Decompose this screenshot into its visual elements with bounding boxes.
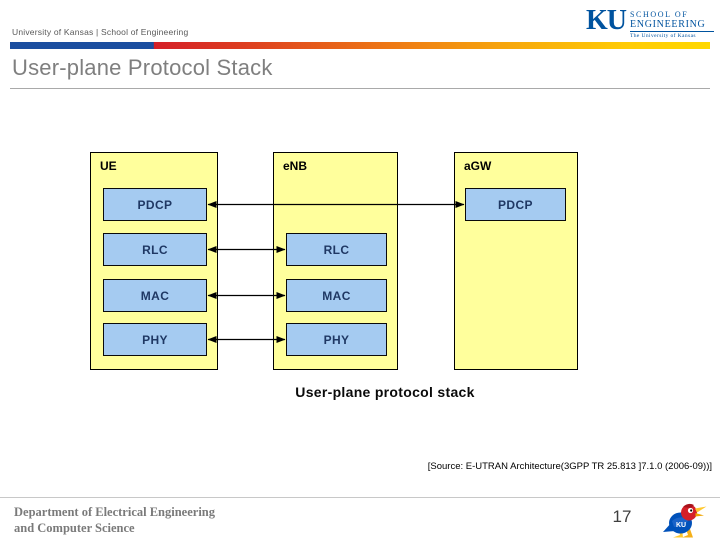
department-name: Department of Electrical Engineering and… bbox=[14, 505, 215, 536]
ku-logo-tagline: The University of Kansas bbox=[630, 33, 696, 39]
page-number: 17 bbox=[612, 507, 632, 526]
ku-logo-school-of: SCHOOL OF bbox=[630, 10, 689, 19]
layer-ue-phy: PHY bbox=[103, 323, 207, 356]
header-gradient-bar bbox=[10, 42, 710, 49]
source-citation: [Source: E-UTRAN Architecture(3GPP TR 25… bbox=[427, 461, 712, 472]
layer-enb-rlc: RLC bbox=[286, 233, 387, 266]
node-ue-label: UE bbox=[100, 159, 117, 173]
institution-text: University of Kansas | School of Enginee… bbox=[12, 27, 189, 37]
layer-ue-pdcp: PDCP bbox=[103, 188, 207, 221]
ku-logo-rule bbox=[630, 31, 714, 32]
department-line2: and Computer Science bbox=[14, 520, 135, 535]
layer-enb-mac: MAC bbox=[286, 279, 387, 312]
node-agw: aGW bbox=[454, 152, 578, 370]
page-title: User-plane Protocol Stack bbox=[12, 55, 273, 80]
node-enb-label: eNB bbox=[283, 159, 308, 173]
diagram-caption: User-plane protocol stack bbox=[295, 384, 475, 400]
ku-logo-letters: KU bbox=[586, 5, 627, 36]
footer-divider bbox=[0, 497, 720, 498]
ku-logo-engineering: ENGINEERING bbox=[630, 19, 706, 30]
title-divider bbox=[10, 88, 710, 89]
layer-enb-phy: PHY bbox=[286, 323, 387, 356]
department-line1: Department of Electrical Engineering bbox=[14, 505, 215, 519]
layer-ue-rlc: RLC bbox=[103, 233, 207, 266]
ku-engineering-logo: KU SCHOOL OF ENGINEERING The University … bbox=[586, 6, 714, 39]
ku-logo-wordmark: SCHOOL OF ENGINEERING The University of … bbox=[630, 6, 714, 39]
layer-ue-mac: MAC bbox=[103, 279, 207, 312]
layer-agw-pdcp: PDCP bbox=[465, 188, 566, 221]
jayhawk-mascot-icon: KU bbox=[663, 503, 707, 538]
node-agw-label: aGW bbox=[464, 159, 492, 173]
svg-text:KU: KU bbox=[676, 522, 686, 529]
